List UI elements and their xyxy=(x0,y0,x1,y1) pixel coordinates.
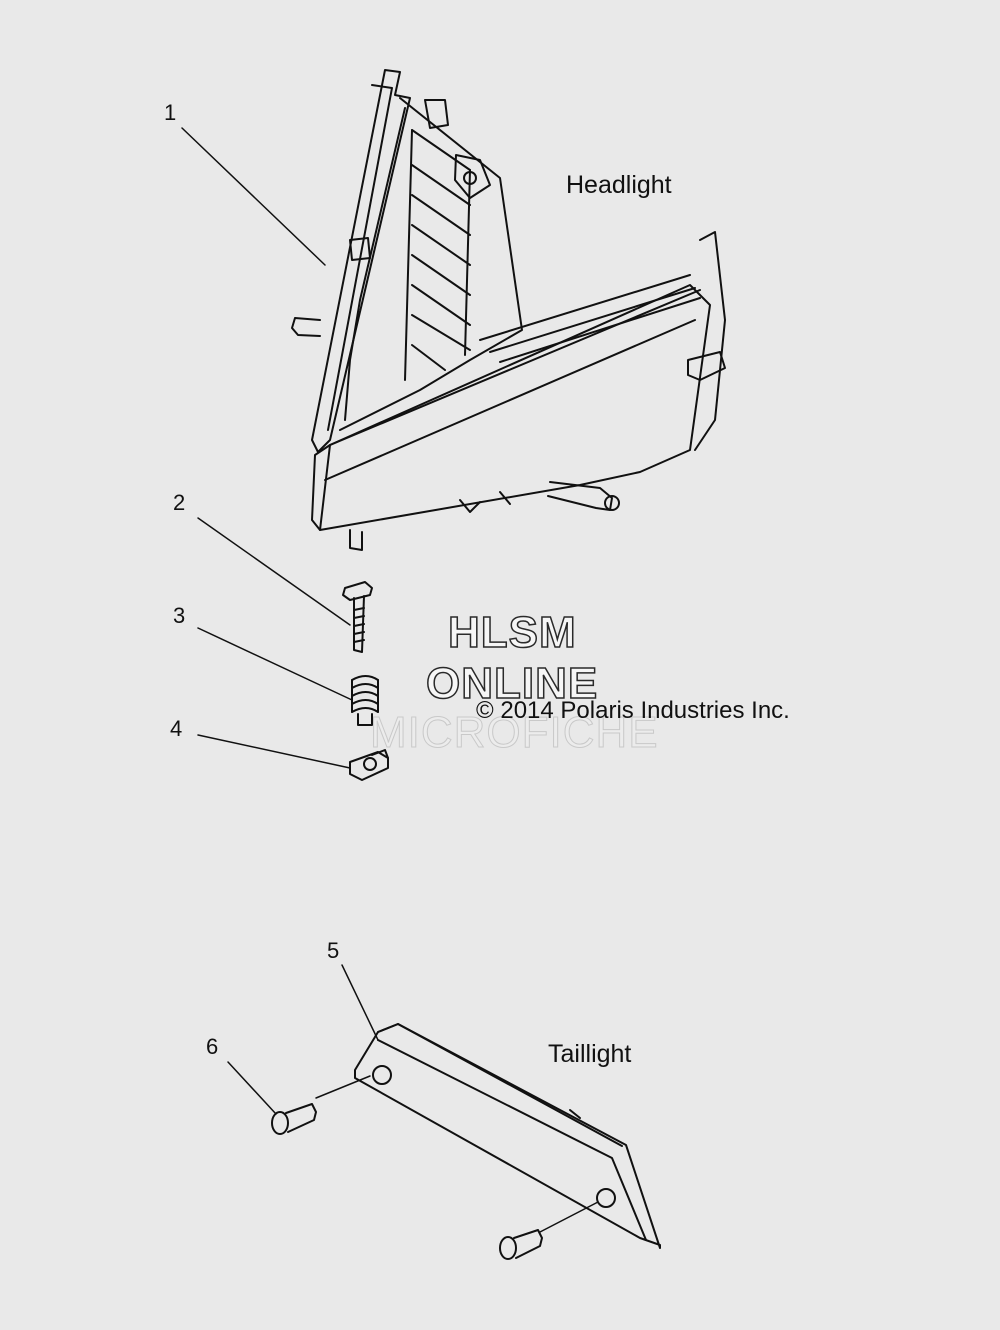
taillight-housing xyxy=(354,1023,661,1249)
clip-nut xyxy=(349,749,389,781)
watermark-line-3: MICROFICHE xyxy=(370,708,659,758)
leader-lines xyxy=(181,127,599,1233)
copyright-notice: © 2014 Polaris Industries Inc. xyxy=(476,697,790,724)
screw-lower xyxy=(499,1229,543,1260)
callout-6: 6 xyxy=(206,1034,219,1059)
watermark-line-2: ONLINE xyxy=(425,658,599,709)
spring xyxy=(351,675,379,726)
callout-4: 4 xyxy=(170,716,183,741)
adjuster-bolt xyxy=(342,581,373,653)
callout-5: 5 xyxy=(327,938,340,963)
callout-3: 3 xyxy=(173,603,186,628)
callout-2: 2 xyxy=(173,490,186,515)
headlight-assembly xyxy=(291,69,726,551)
headlight-label: Headlight xyxy=(566,171,672,199)
callout-1: 1 xyxy=(164,100,177,125)
screw-upper xyxy=(271,1103,317,1135)
watermark-line-1: HLSM xyxy=(447,607,577,658)
taillight-label: Taillight xyxy=(548,1040,632,1068)
